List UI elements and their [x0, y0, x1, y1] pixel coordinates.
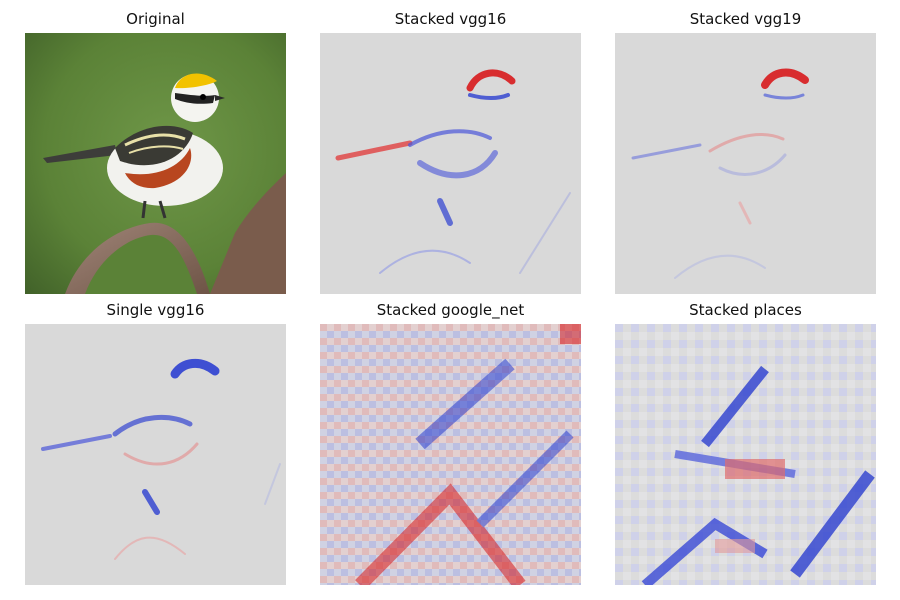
saliency-map-stacked-places [615, 324, 876, 585]
panel-title-stacked-google-net: Stacked google_net [376, 301, 525, 319]
panel-stacked-google-net [320, 324, 581, 585]
panel-title-original: Original [126, 10, 185, 28]
panel-stacked-vgg19 [615, 33, 876, 294]
panel-title-single-vgg16: Single vgg16 [106, 301, 205, 319]
panel-title-stacked-places: Stacked places [689, 301, 802, 319]
panel-title-stacked-vgg19: Stacked vgg19 [689, 10, 802, 28]
saliency-map-stacked-google-net [320, 324, 581, 585]
panel-single-vgg16 [25, 324, 286, 585]
saliency-map-stacked-vgg19 [615, 33, 876, 294]
panel-stacked-places [615, 324, 876, 585]
saliency-map-single-vgg16 [25, 324, 286, 585]
saliency-map-stacked-vgg16 [320, 33, 581, 294]
original-bird-photo [25, 33, 286, 294]
panel-original [25, 33, 286, 294]
panel-stacked-vgg16 [320, 33, 581, 294]
panel-title-stacked-vgg16: Stacked vgg16 [394, 10, 507, 28]
